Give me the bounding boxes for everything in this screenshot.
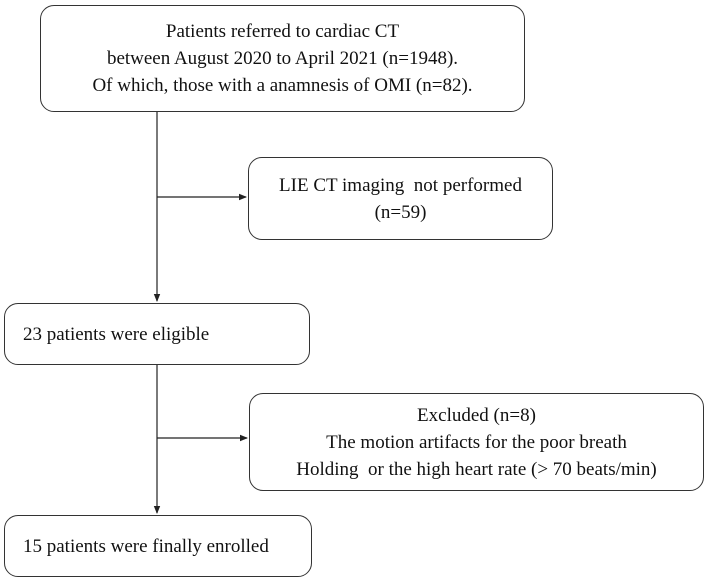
referred-patients-box: Patients referred to cardiac CT between … bbox=[40, 5, 525, 112]
referred-line-2: between August 2020 to April 2021 (n=194… bbox=[106, 48, 459, 69]
excluded-box: Excluded (n=8) The motion artifacts for … bbox=[249, 393, 704, 491]
excluded-line-1: Excluded (n=8) bbox=[417, 404, 536, 426]
excluded-line-3: Holding or the high heart rate (> 70 bea… bbox=[296, 458, 657, 480]
lie-line-2: (n=59) bbox=[374, 201, 427, 223]
enrolled-label: 15 patients were finally enrolled bbox=[23, 535, 269, 557]
eligible-label: 23 patients were eligible bbox=[23, 323, 210, 345]
lie-line-1: LIE CT imaging not performed bbox=[279, 174, 522, 196]
eligible-box: 23 patients were eligible bbox=[4, 303, 310, 365]
excluded-line-2: The motion artifacts for the poor breath bbox=[326, 431, 627, 453]
enrolled-box: 15 patients were finally enrolled bbox=[4, 515, 312, 577]
referred-line-3: Of which, those with a anamnesis of OMI … bbox=[92, 75, 473, 96]
lie-not-performed-box: LIE CT imaging not performed (n=59) bbox=[248, 157, 553, 240]
referred-line-1: Patients referred to cardiac CT bbox=[165, 21, 400, 42]
